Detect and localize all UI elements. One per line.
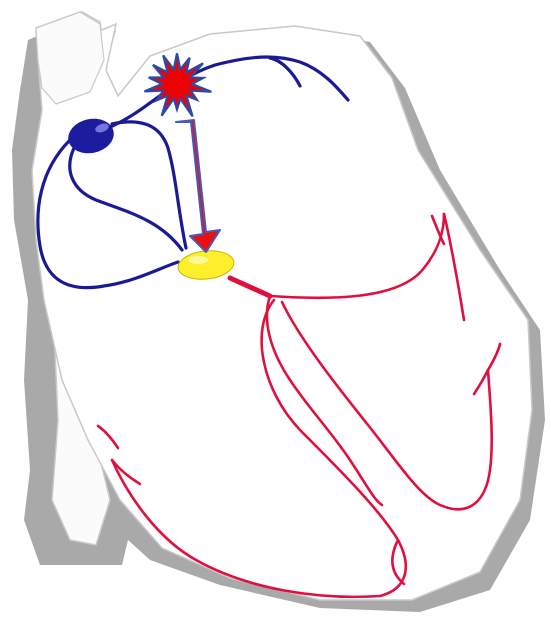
av-node-highlight: [188, 256, 208, 264]
